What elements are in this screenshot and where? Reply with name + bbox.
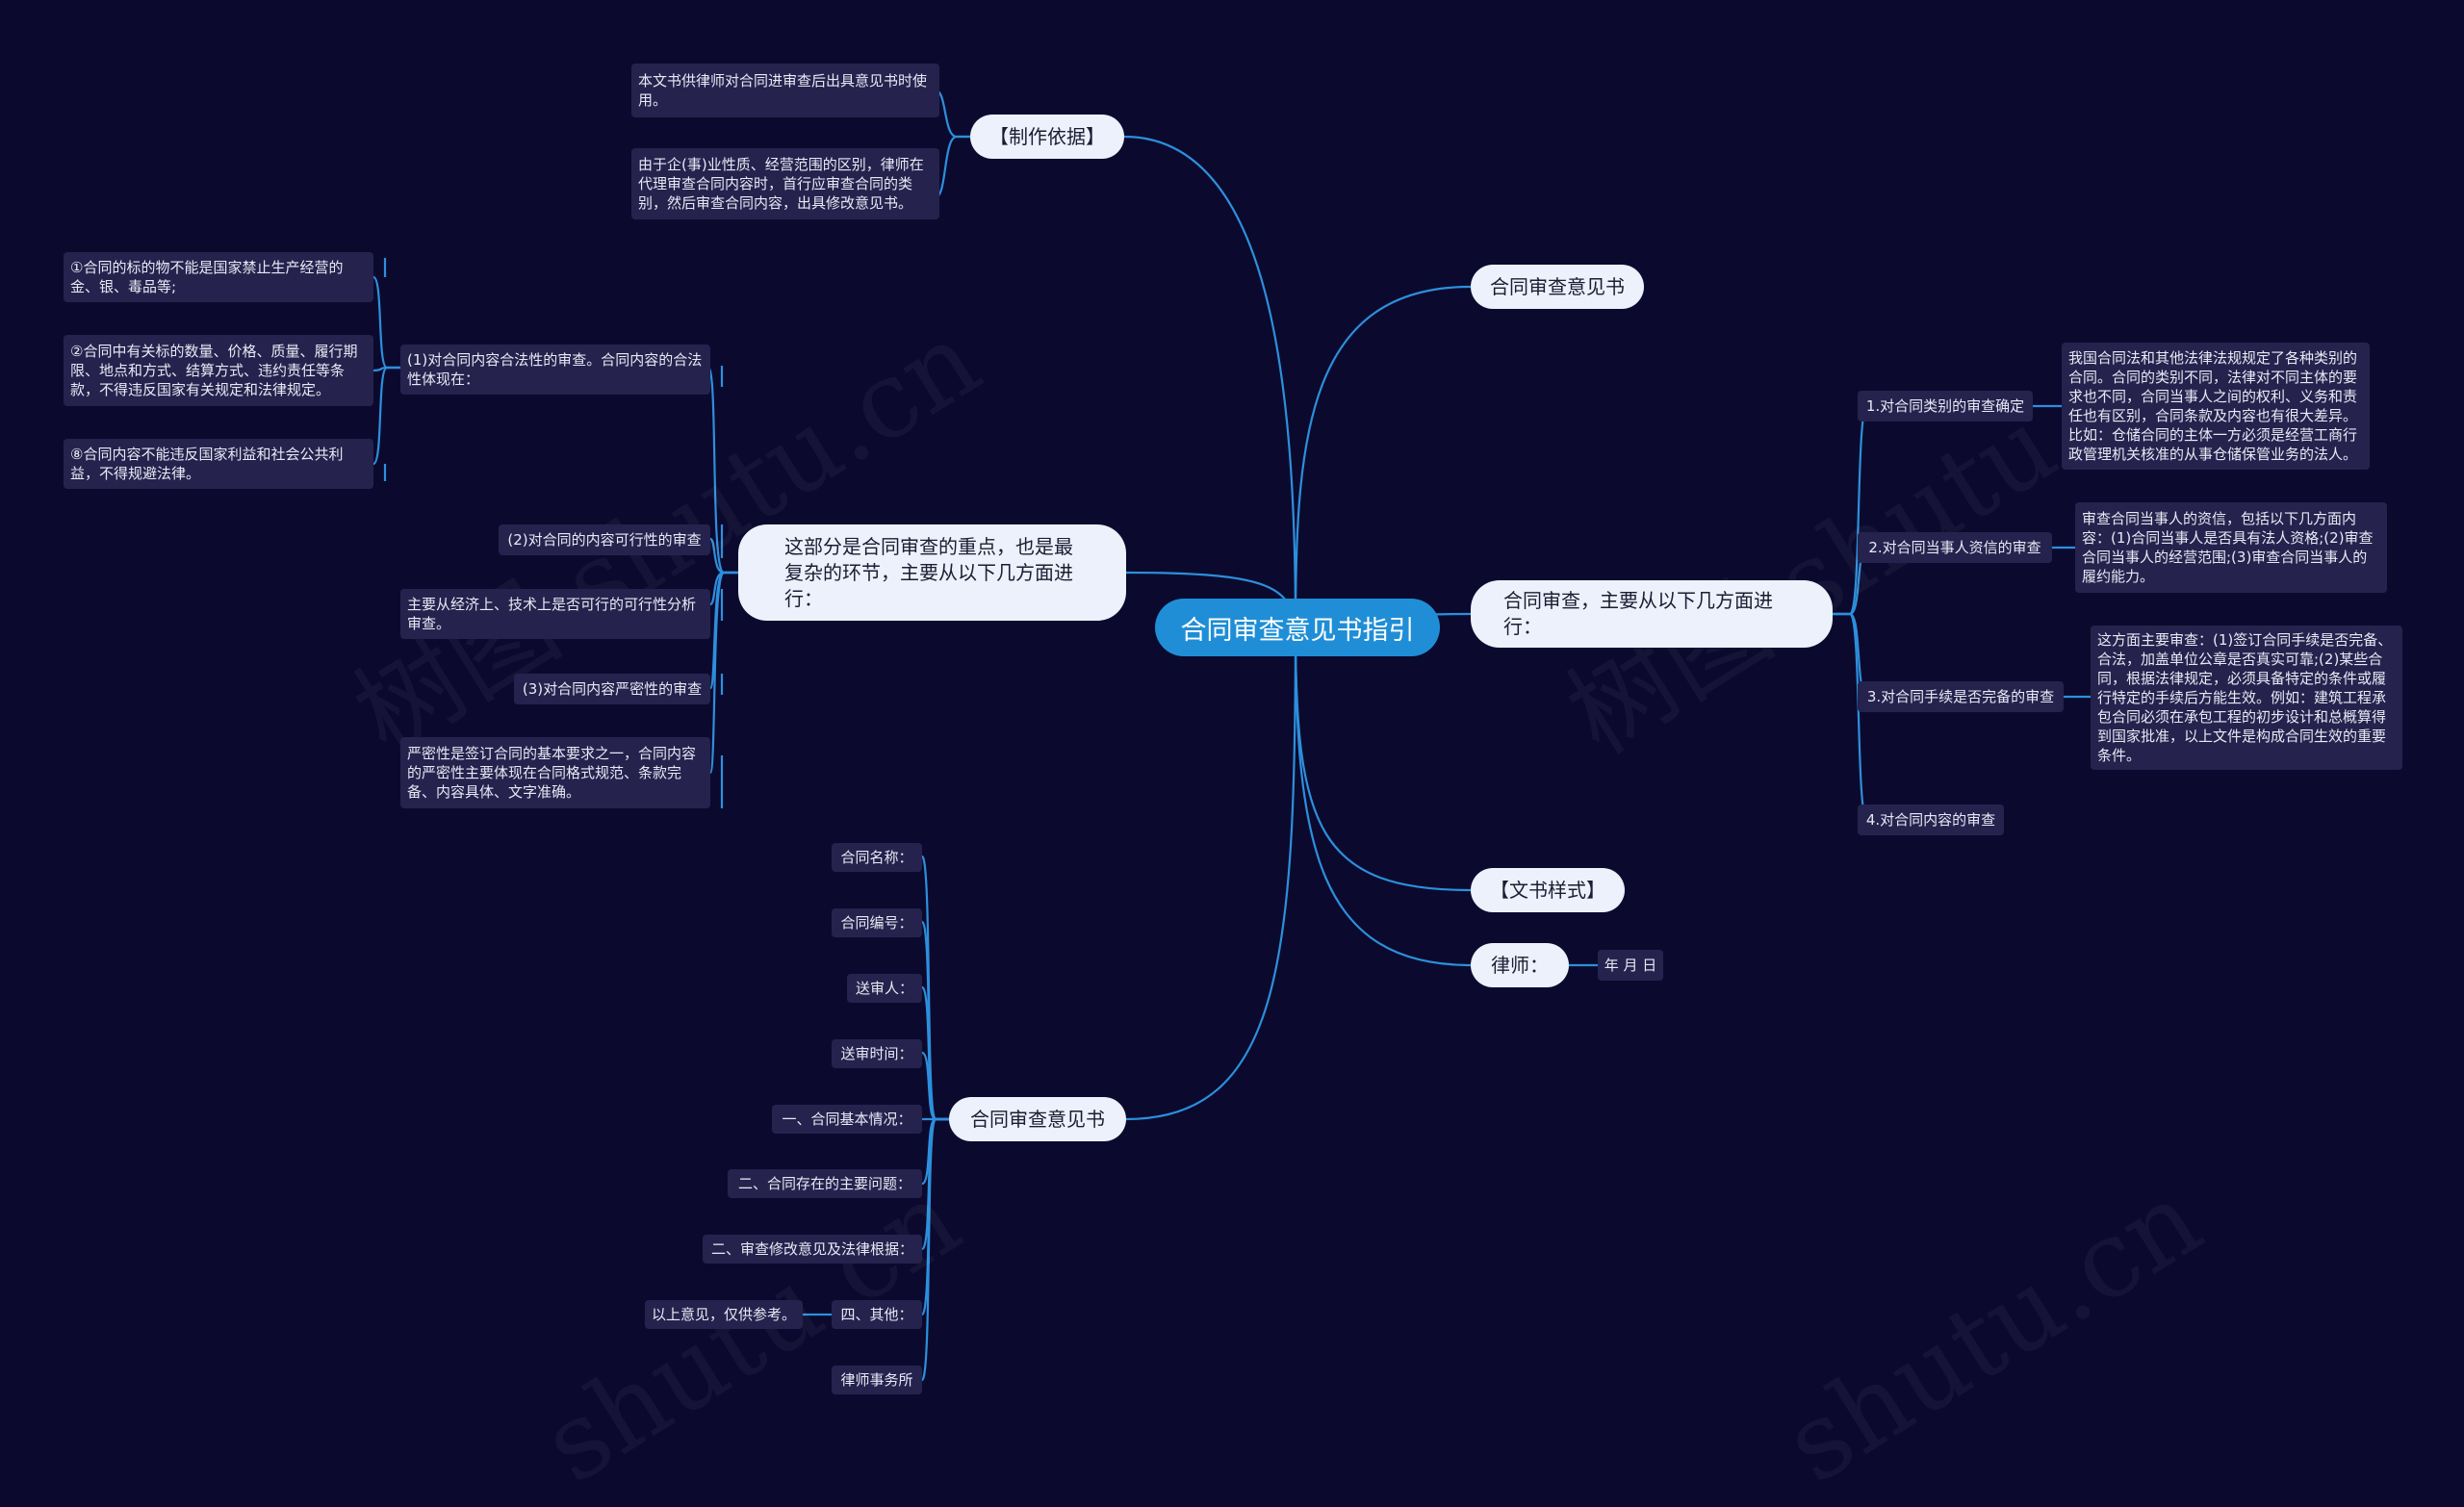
connector (920, 855, 949, 1121)
connector (921, 1117, 949, 1186)
aspect-item[interactable]: 4.对合同内容的审查 (1858, 805, 2004, 835)
branch-title[interactable]: 合同审查意见书 (1471, 265, 1644, 309)
branch-opinion[interactable]: 合同审查意见书 (949, 1097, 1126, 1141)
legality-item[interactable]: ①合同的标的物不能是国家禁止生产经营的金、银、毒品等; (64, 252, 373, 302)
root-label: 合同审查意见书指引 (1180, 615, 1415, 646)
connector (1125, 626, 1297, 1121)
aspect-item[interactable]: 3.对合同手续是否完备的审查 (1858, 681, 2064, 712)
rigor-note[interactable]: 严密性是签订合同的基本要求之一，合同内容的严密性主要体现在合同格式规范、条款完备… (400, 737, 710, 808)
branch-focus[interactable]: 这部分是合同审查的重点，也是最复杂的环节，主要从以下几方面进行： (738, 524, 1126, 621)
branch-focus-label: 这部分是合同审查的重点，也是最复杂的环节，主要从以下几方面进行： (784, 534, 1073, 610)
basis-item[interactable]: 由于企(事)业性质、经营范围的区别，律师在代理审查合同内容时，首行应审查合同的类… (631, 148, 939, 219)
connector (708, 571, 738, 606)
legality-item[interactable]: ⑧合同内容不能违反国家利益和社会公共利益，不得规避法律。 (64, 439, 373, 489)
aspect-note[interactable]: 审查合同当事人的资信，包括以下几方面内容：(1)合同当事人是否具有法人资格;(2… (2075, 502, 2387, 593)
connector (1294, 285, 1472, 628)
opinion-item[interactable]: 送审人： (847, 974, 922, 1003)
root-node[interactable]: 合同审查意见书指引 (1155, 599, 1440, 656)
connector (920, 1117, 949, 1251)
opinion-item[interactable]: 二、合同存在的主要问题： (728, 1169, 922, 1198)
connector (706, 366, 738, 575)
opinion-other-note[interactable]: 以上意见，仅供参考。 (645, 1300, 803, 1329)
opinion-item[interactable]: 合同编号： (832, 908, 922, 937)
connector (372, 275, 402, 370)
connector (1294, 626, 1472, 892)
feasibility-note[interactable]: 主要从经济上、技术上是否可行的可行性分析审查。 (400, 589, 710, 639)
connector (708, 537, 738, 575)
aspect-note[interactable]: 我国合同法和其他法律法规规定了各种类别的合同。合同的类别不同，法律对不同主体的要… (2062, 343, 2370, 470)
branch-style[interactable]: 【文书样式】 (1471, 868, 1625, 912)
branch-basis-label: 【制作依据】 (989, 124, 1105, 148)
aspect-item[interactable]: 2.对合同当事人资信的审查 (1858, 532, 2052, 563)
lawyer-date[interactable]: 年 月 日 (1598, 950, 1663, 981)
opinion-item[interactable]: 律师事务所 (832, 1366, 922, 1394)
feasibility-node[interactable]: (2)对合同的内容可行性的审查 (499, 524, 710, 555)
connector (708, 571, 738, 775)
opinion-item[interactable]: 送审时间： (832, 1039, 922, 1068)
connector (1294, 626, 1472, 967)
legality-item[interactable]: ②合同中有关标的数量、价格、质量、履行期限、地点和方式、结算方式、违约责任等条款… (64, 335, 373, 406)
connector (920, 1117, 949, 1316)
connector (920, 985, 949, 1121)
legality-node[interactable]: (1)对合同内容合法性的审查。合同内容的合法性体现在： (400, 345, 710, 395)
connector (1123, 135, 1297, 628)
aspect-item[interactable]: 1.对合同类别的审查确定 (1858, 391, 2033, 421)
opinion-item[interactable]: 一、合同基本情况： (772, 1105, 922, 1134)
branch-aspects[interactable]: 合同审查，主要从以下几方面进行： (1471, 580, 1833, 648)
connector (372, 366, 402, 466)
connector (1833, 404, 1869, 616)
basis-item[interactable]: 本文书供律师对合同进审查后出具意见书时使用。 (631, 64, 939, 117)
opinion-item[interactable]: 二、审查修改意见及法律根据： (703, 1235, 922, 1264)
connector (920, 1117, 949, 1382)
connector (1833, 612, 1869, 822)
branch-lawyer[interactable]: 律师： (1471, 943, 1569, 987)
connector (920, 920, 949, 1121)
branch-basis[interactable]: 【制作依据】 (970, 115, 1124, 159)
aspect-note[interactable]: 这方面主要审查：(1)签订合同手续是否完备、合法，加盖单位公章是否真实可靠;(2… (2091, 626, 2402, 770)
branch-opinion-label: 合同审查意见书 (970, 1107, 1105, 1131)
rigor-node[interactable]: (3)对合同内容严密性的审查 (514, 674, 710, 704)
opinion-item[interactable]: 四、其他： (832, 1300, 922, 1329)
connector (920, 1051, 949, 1121)
opinion-item[interactable]: 合同名称： (832, 843, 922, 872)
